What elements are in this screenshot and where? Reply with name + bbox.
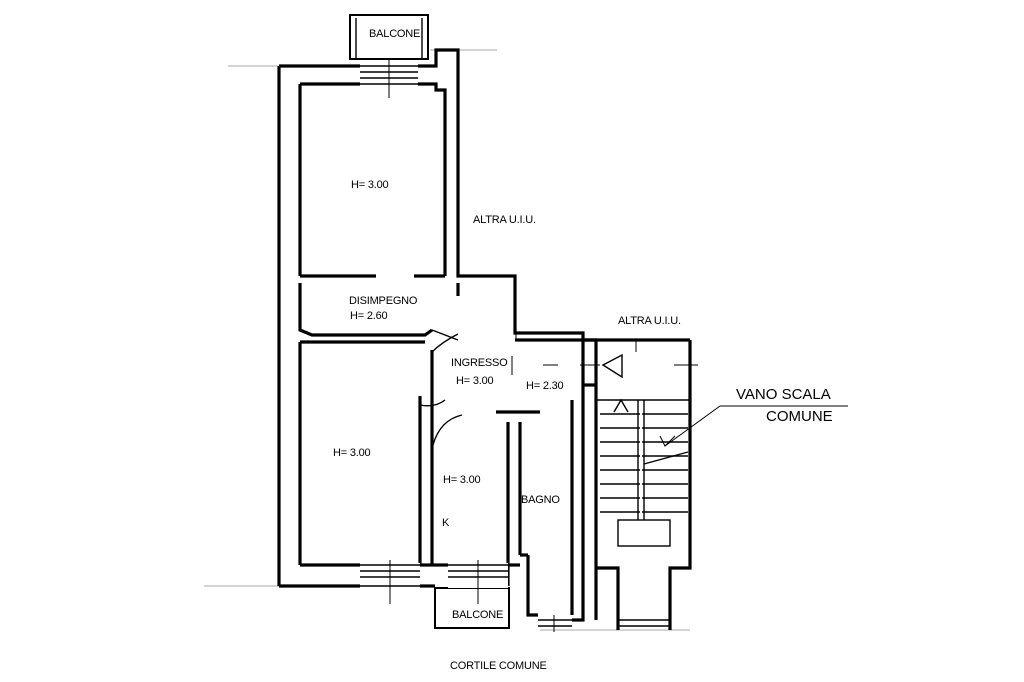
top-balcony bbox=[349, 14, 429, 60]
disimpegno-label: DISIMPEGNO bbox=[349, 295, 418, 307]
kitchen-height: H= 3.00 bbox=[443, 474, 481, 486]
outer-walls bbox=[277, 48, 692, 630]
doors bbox=[419, 303, 698, 446]
windows bbox=[360, 60, 670, 632]
left-room-height: H= 3.00 bbox=[333, 447, 371, 459]
courtyard-label: CORTILE COMUNE bbox=[450, 660, 547, 672]
stairwell-label-line-2: COMUNE bbox=[766, 408, 833, 425]
other-unit-label-1: ALTRA U.I.U. bbox=[473, 214, 536, 226]
bottom-balcony-label: BALCONE bbox=[452, 609, 504, 621]
kitchen-mark: K bbox=[442, 517, 450, 529]
ingresso-height: H= 3.00 bbox=[456, 375, 494, 387]
disimpegno-height: H= 2.60 bbox=[350, 310, 388, 322]
top-balcony-label: BALCONE bbox=[369, 28, 421, 40]
ingresso-label: INGRESSO bbox=[451, 357, 508, 369]
other-unit-label-2: ALTRA U.I.U. bbox=[618, 315, 681, 327]
bagno-label: BAGNO bbox=[521, 494, 560, 506]
stairs bbox=[596, 398, 848, 547]
top-room-height: H= 3.00 bbox=[351, 179, 389, 191]
bagno-corridor-height: H= 2.30 bbox=[526, 380, 564, 392]
stairwell-label-line-1: VANO SCALA bbox=[736, 386, 831, 403]
